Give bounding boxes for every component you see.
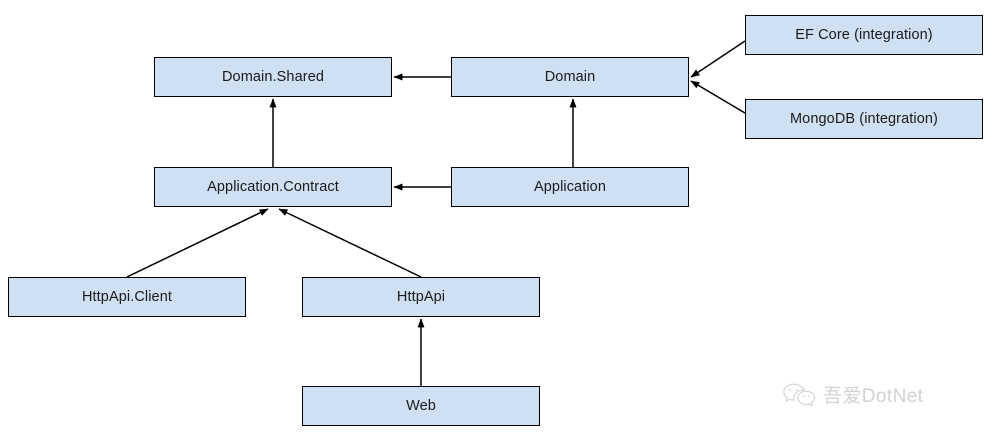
node-domain-shared[interactable]: Domain.Shared bbox=[154, 57, 392, 97]
watermark-text: 吾爱DotNet bbox=[823, 385, 924, 407]
node-label: HttpApi bbox=[396, 289, 446, 305]
node-httpapi-client[interactable]: HttpApi.Client bbox=[8, 277, 246, 317]
edge-httpapi-client-to-application-contract bbox=[126, 208, 269, 278]
node-httpapi[interactable]: HttpApi bbox=[302, 277, 540, 317]
node-application-contract[interactable]: Application.Contract bbox=[154, 167, 392, 207]
node-mongodb[interactable]: MongoDB (integration) bbox=[745, 99, 983, 139]
node-label: Application bbox=[533, 179, 607, 195]
node-label: Web bbox=[406, 398, 436, 414]
node-web[interactable]: Web bbox=[302, 386, 540, 426]
node-ef-core[interactable]: EF Core (integration) bbox=[745, 15, 983, 55]
node-domain[interactable]: Domain bbox=[451, 57, 689, 97]
edge-httpapi-to-application-contract bbox=[278, 208, 422, 278]
node-label: EF Core (integration) bbox=[795, 27, 933, 43]
node-label: HttpApi.Client bbox=[81, 289, 173, 305]
node-label: MongoDB (integration) bbox=[790, 111, 938, 127]
node-label: Application.Contract bbox=[207, 179, 339, 195]
wechat-icon bbox=[782, 381, 816, 411]
node-application[interactable]: Application bbox=[451, 167, 689, 207]
node-label: Domain bbox=[544, 69, 596, 85]
watermark: 吾爱DotNet bbox=[782, 381, 923, 411]
edge-ef-core-to-domain bbox=[690, 40, 746, 78]
node-label: Domain.Shared bbox=[221, 69, 325, 85]
edge-mongodb-to-domain bbox=[690, 80, 746, 114]
